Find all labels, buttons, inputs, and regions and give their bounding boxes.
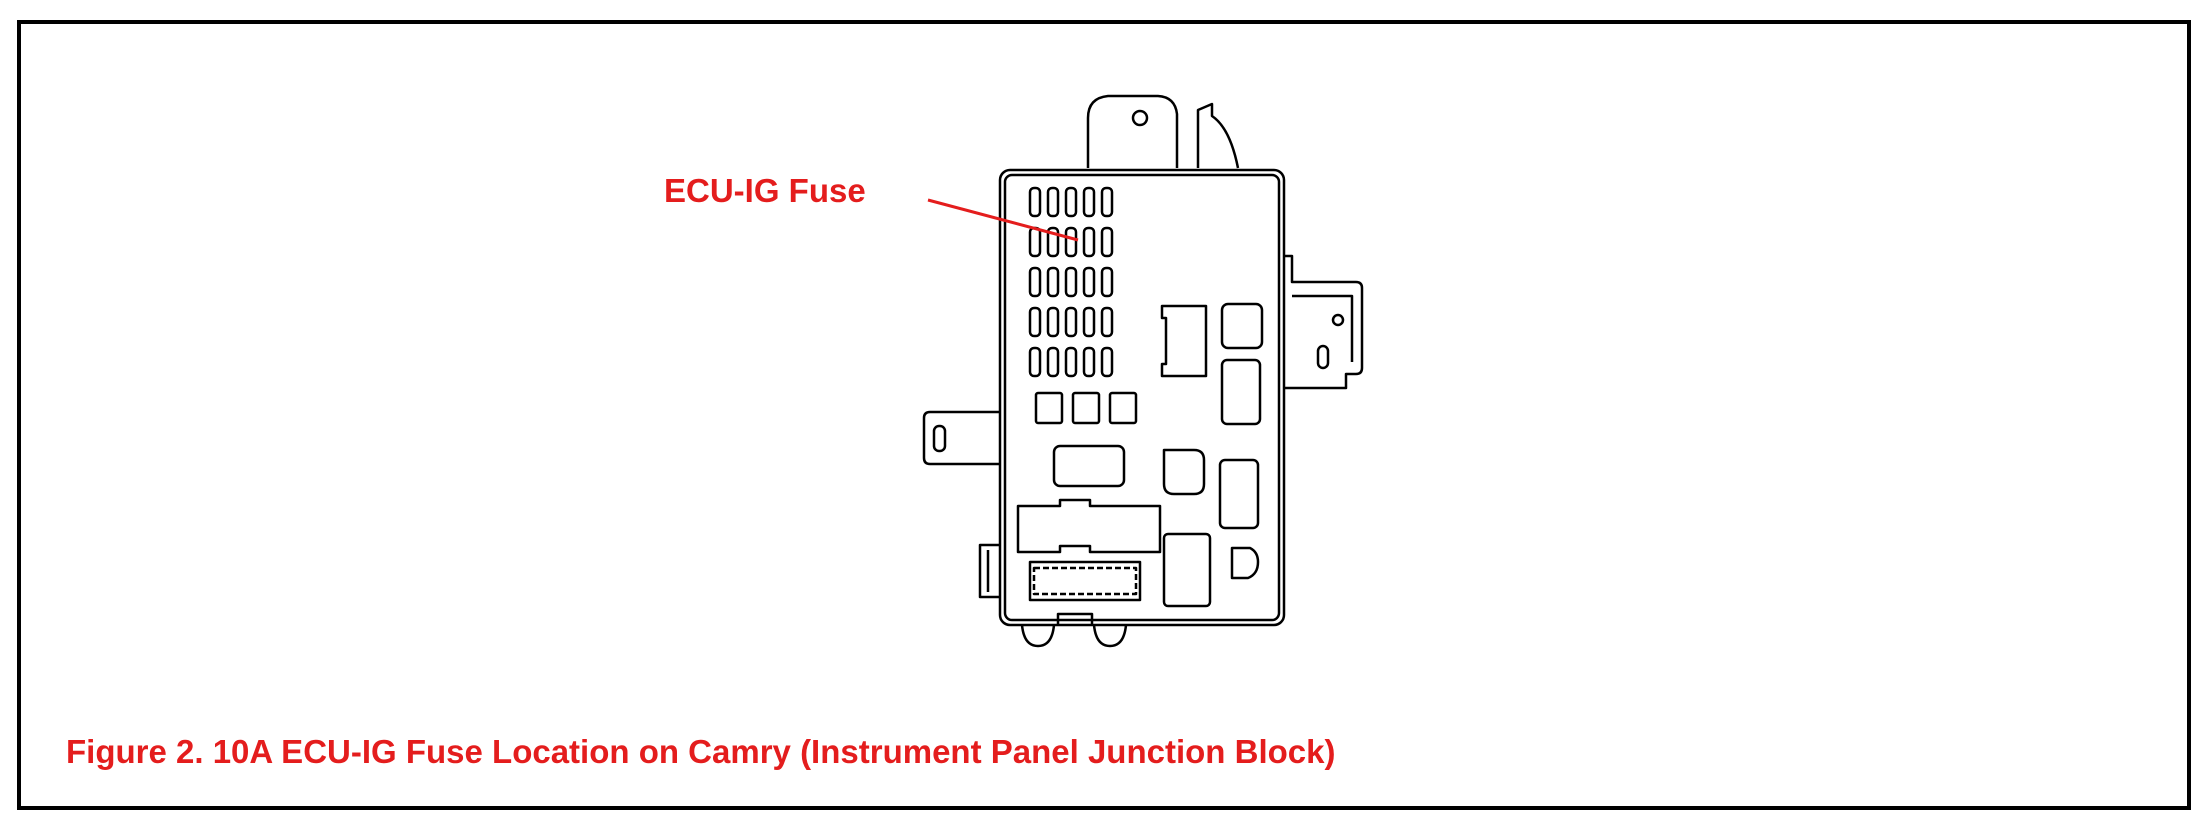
relay-block-4 <box>1218 458 1260 530</box>
right-bracket <box>1284 254 1364 390</box>
connector-oval <box>1052 444 1126 488</box>
junction-block-inner <box>1003 173 1281 622</box>
right-bracket-inner <box>1292 294 1354 362</box>
bottom-foot-right <box>1092 624 1128 648</box>
small-connector-right <box>1230 546 1260 580</box>
left-bracket-slot <box>932 424 947 453</box>
relay-block-2 <box>1220 302 1264 350</box>
fuse-grid <box>1028 186 1114 378</box>
relay-block-5 <box>1162 532 1212 608</box>
left-side-clip <box>978 543 1000 599</box>
relay-block-3 <box>1220 358 1262 426</box>
figure-frame <box>17 20 2191 810</box>
callout-label: ECU-IG Fuse <box>664 172 866 209</box>
relay-block-1 <box>1160 304 1208 378</box>
top-tab-hole <box>1131 109 1149 127</box>
figure-caption: Figure 2. 10A ECU-IG Fuse Location on Ca… <box>66 733 1336 770</box>
right-bracket-hole <box>1331 313 1345 327</box>
bottom-foot-left <box>1020 624 1056 648</box>
junction-block-outer <box>998 168 1286 627</box>
callout-leader-line <box>927 198 1079 242</box>
connector-large-1 <box>1016 498 1162 554</box>
top-mounting-tab <box>1086 94 1179 168</box>
left-bracket <box>922 410 1000 466</box>
relay-square-2 <box>1071 391 1101 425</box>
relay-square-1 <box>1034 391 1064 425</box>
relay-square-3 <box>1108 391 1138 425</box>
connector-large-2 <box>1028 560 1142 602</box>
top-clip <box>1196 102 1240 169</box>
right-bracket-slot <box>1316 344 1330 370</box>
connector-small <box>1162 448 1206 496</box>
